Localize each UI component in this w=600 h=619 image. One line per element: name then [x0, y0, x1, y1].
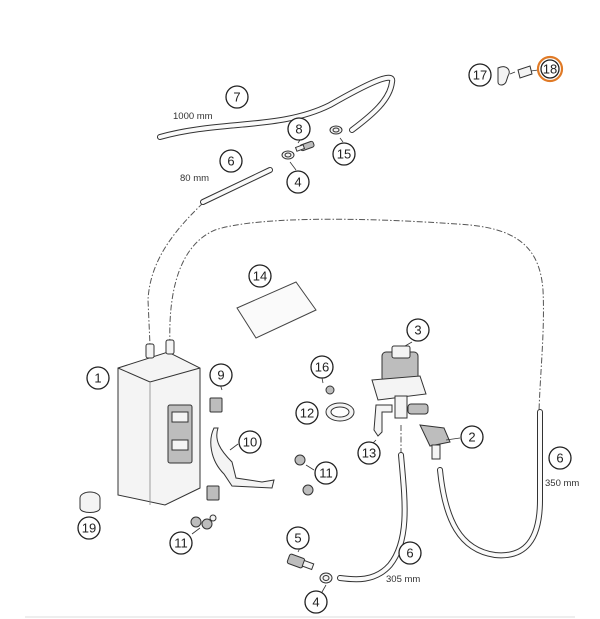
svg-text:16: 16 — [315, 360, 329, 375]
clip-17 — [497, 66, 510, 86]
svg-text:3: 3 — [414, 323, 421, 338]
svg-text:5: 5 — [294, 531, 301, 546]
svg-text:8: 8 — [295, 122, 302, 137]
hose-fitting-5 — [286, 553, 315, 571]
callout-17: 17 — [468, 63, 492, 87]
label-sticker — [236, 281, 317, 339]
callout-5: 5 — [286, 526, 310, 550]
callout-6-right: 6 — [548, 446, 572, 470]
callout-10: 10 — [238, 430, 262, 454]
hose-1000mm — [157, 74, 396, 140]
screws-11 — [190, 514, 217, 530]
screw-16 — [325, 385, 335, 395]
nut-11-a — [294, 454, 306, 466]
callout-3: 3 — [406, 318, 430, 342]
nut-11-b — [302, 484, 314, 496]
callout-1: 1 — [86, 366, 110, 390]
svg-text:13: 13 — [362, 446, 376, 461]
callout-15: 15 — [332, 142, 356, 166]
svg-text:4: 4 — [312, 595, 319, 610]
leader-lines — [191, 69, 539, 593]
hose-350mm — [437, 409, 543, 559]
svg-text:9: 9 — [217, 368, 224, 383]
svg-text:15: 15 — [337, 147, 351, 162]
clip-9-bottom — [206, 485, 220, 501]
callout-6-top: 6 — [219, 149, 243, 173]
callout-8: 8 — [287, 117, 311, 141]
svg-text:19: 19 — [82, 521, 96, 536]
callout-18[interactable]: 18 — [536, 55, 564, 83]
hose-clamp-bottom — [319, 572, 333, 584]
callout-7: 7 — [225, 85, 249, 109]
svg-text:11: 11 — [319, 466, 333, 481]
dimension-hose6-top: 80 mm — [180, 173, 209, 184]
svg-text:2: 2 — [468, 430, 475, 445]
svg-text:17: 17 — [473, 68, 487, 83]
callout-11-left: 11 — [169, 531, 193, 555]
callout-19: 19 — [77, 516, 101, 540]
callout-4-bottom: 4 — [304, 590, 328, 614]
svg-text:6: 6 — [406, 546, 413, 561]
rubber-buffer — [79, 491, 101, 513]
callout-13: 13 — [357, 441, 381, 465]
callout-6-bottom: 6 — [398, 541, 422, 565]
svg-text:7: 7 — [233, 90, 240, 105]
dimension-hose6-bottom: 305 mm — [386, 574, 420, 585]
plug-18 — [517, 65, 533, 79]
purge-valve — [371, 345, 429, 419]
clamp-12 — [325, 402, 355, 422]
bracket-13 — [373, 404, 393, 437]
callout-14: 14 — [248, 264, 272, 288]
svg-text:1: 1 — [94, 371, 101, 386]
hose-80mm — [200, 167, 273, 205]
charcoal-canister — [117, 339, 201, 506]
hose-clamp-15 — [329, 125, 343, 135]
dimension-hose6-right: 350 mm — [545, 478, 579, 489]
hose-clamp-top — [281, 150, 295, 160]
svg-text:6: 6 — [227, 154, 234, 169]
callout-12: 12 — [295, 401, 319, 425]
callout-2: 2 — [460, 425, 484, 449]
mounting-bracket — [210, 427, 275, 489]
clip-9-top — [209, 397, 223, 413]
callout-9: 9 — [209, 363, 233, 387]
connector-2 — [419, 424, 451, 460]
svg-text:4: 4 — [294, 175, 301, 190]
callout-4-top: 4 — [286, 170, 310, 194]
routing-line-left — [147, 202, 204, 346]
svg-text:6: 6 — [556, 451, 563, 466]
svg-text:12: 12 — [300, 406, 314, 421]
dimension-hose7: 1000 mm — [173, 111, 213, 122]
callout-11-right: 11 — [314, 461, 338, 485]
svg-text:10: 10 — [243, 435, 257, 450]
hose-305mm — [337, 452, 408, 583]
svg-text:14: 14 — [253, 269, 267, 284]
svg-text:18: 18 — [543, 62, 557, 77]
hose-fitting — [294, 140, 315, 152]
routing-line-big — [169, 218, 544, 413]
callout-16: 16 — [310, 355, 334, 379]
svg-text:11: 11 — [174, 536, 188, 551]
